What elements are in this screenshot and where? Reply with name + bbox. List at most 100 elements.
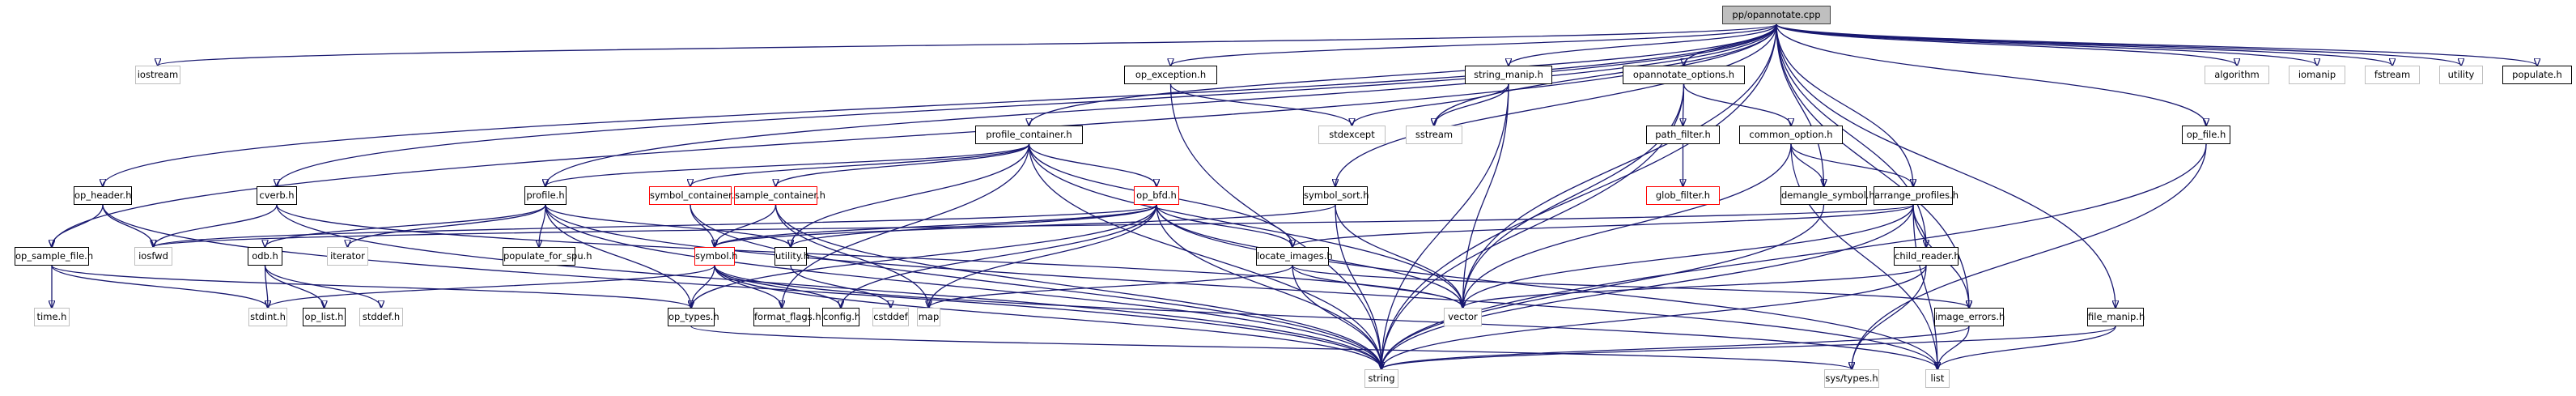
node-path-filter-h[interactable]: path_filter.h (1646, 126, 1720, 144)
edge-opannotate_cpp-to-sstream (1434, 23, 1777, 126)
edge-profile_h-to-op_types_h (545, 204, 691, 308)
edge-opannotate_cpp-to-op_header_h (103, 23, 1777, 186)
node-glob-filter-h[interactable]: glob_filter.h (1646, 186, 1720, 205)
edge-opannotate_cpp-to-op_exception_h (1171, 23, 1777, 66)
node-file-manip-h[interactable]: file_manip.h (2087, 308, 2145, 326)
edge-opannotate_cpp-to-child_reader_h (1776, 23, 1926, 247)
node-opannotate-cpp[interactable]: pp/opannotate.cpp (1722, 6, 1831, 24)
node-iterator[interactable]: iterator (327, 247, 368, 266)
edge-opannotate_cpp-to-file_manip_h (1776, 23, 2116, 308)
node-locate-images-h[interactable]: locate_images.h (1256, 247, 1333, 266)
edge-opannotate_cpp-to-iomanip (1776, 23, 2317, 66)
edge-cverb_h-to-vector (276, 204, 1463, 308)
edge-op_exception_h-to-stdexcept (1169, 83, 1352, 126)
node-stdexcept[interactable]: stdexcept (1318, 126, 1386, 144)
edge-symbol_sort_h-to-symbol_h (715, 204, 1336, 247)
edge-symbol_h-to-config_h (714, 265, 841, 308)
edge-demangle_symbol_h-to-string (1381, 204, 1825, 369)
edge-profile_h-to-iterator (348, 204, 546, 247)
edge-utility_h-to-cstddef (790, 265, 891, 308)
node-fstream[interactable]: fstream (2365, 66, 2420, 84)
edge-op_bfd_h-to-iosfwd (154, 204, 1157, 247)
edge-odb_h-to-stddef_h (264, 265, 382, 308)
node-op-header-h[interactable]: op_header.h (74, 186, 132, 205)
edge-child_reader_h-to-string (1381, 265, 1927, 369)
edge-symbol_h-to-op_types_h (691, 265, 715, 308)
edge-opannotate_cpp-to-profile_h (545, 23, 1777, 186)
node-symbol-h[interactable]: symbol.h (694, 247, 737, 266)
edge-symbol_h-to-list (714, 265, 1937, 369)
node-profile-container-h[interactable]: profile_container.h (975, 126, 1083, 144)
node-string[interactable]: string (1364, 369, 1398, 388)
node-utility[interactable]: utility (2439, 66, 2483, 84)
edge-file_manip_h-to-list (1937, 326, 2116, 369)
node-op-sample-file-h[interactable]: op_sample_file.h (15, 247, 93, 266)
edge-opannotate_cpp-to-populate_h (1776, 23, 2537, 66)
edge-op_bfd_h-to-op_types_h (691, 204, 1157, 308)
edge-profile_container_h-to-op_bfd_h (1028, 143, 1157, 186)
node-cstddef[interactable]: cstddef (872, 308, 909, 326)
edge-opannotate_cpp-to-algorithm (1776, 23, 2237, 66)
node-demangle-symbol-h[interactable]: demangle_symbol.h (1780, 186, 1875, 205)
node-sys-types-h[interactable]: sys/types.h (1824, 369, 1879, 388)
node-utility-h[interactable]: utility.h (774, 247, 809, 266)
edge-op_sample_file_h-to-stdint_h (51, 265, 268, 308)
node-sstream[interactable]: sstream (1406, 126, 1462, 144)
node-op-list-h[interactable]: op_list.h (303, 308, 346, 326)
node-op-bfd-h[interactable]: op_bfd.h (1134, 186, 1179, 205)
node-op-types-h[interactable]: op_types.h (668, 308, 719, 326)
node-iosfwd[interactable]: iosfwd (134, 247, 172, 266)
node-op-file-h[interactable]: op_file.h (2182, 126, 2230, 144)
edge-opannotate_cpp-to-opannotate_options_h (1684, 23, 1777, 66)
node-iomanip[interactable]: iomanip (2289, 66, 2345, 84)
node-vector[interactable]: vector (1444, 308, 1482, 326)
node-stddef-h[interactable]: stddef.h (359, 308, 403, 326)
node-child-reader-h[interactable]: child_reader.h (1894, 247, 1960, 266)
edge-symbol_container_h-to-symbol_h (690, 204, 715, 247)
edge-symbol_container_h-to-string (690, 204, 1381, 369)
node-string-manip-h[interactable]: string_manip.h (1465, 66, 1552, 84)
node-map[interactable]: map (917, 308, 940, 326)
node-config-h[interactable]: config.h (822, 308, 860, 326)
node-profile-h[interactable]: profile.h (524, 186, 567, 205)
edge-op_bfd_h-to-map (929, 204, 1157, 308)
edge-profile_container_h-to-string (1028, 143, 1382, 369)
node-odb-h[interactable]: odb.h (248, 247, 282, 266)
node-image-errors-h[interactable]: image_errors.h (1934, 308, 2005, 326)
edge-string_manip_h-to-string (1381, 83, 1509, 369)
edge-locate_images_h-to-vector (1292, 265, 1463, 308)
node-cverb-h[interactable]: cverb.h (257, 186, 297, 205)
edge-profile_container_h-to-symbol_container_h (690, 143, 1030, 186)
node-sample-container-h[interactable]: sample_container.h (734, 186, 825, 205)
edge-op_header_h-to-iosfwd (102, 204, 154, 247)
edge-child_reader_h-to-vector (1463, 265, 1927, 308)
node-common-option-h[interactable]: common_option.h (1739, 126, 1843, 144)
node-list[interactable]: list (1925, 369, 1950, 388)
edge-image_errors_h-to-string (1381, 326, 1970, 369)
edge-op_bfd_h-to-symbol_h (715, 204, 1157, 247)
edge-common_option_h-to-demangle_symbol_h (1790, 143, 1824, 186)
edge-common_option_h-to-vector (1463, 143, 1792, 308)
node-opannotate-options-h[interactable]: opannotate_options.h (1623, 66, 1745, 84)
edge-opannotate_options_h-to-vector (1463, 83, 1685, 308)
edge-locate_images_h-to-string (1292, 265, 1381, 369)
node-symbol-sort-h[interactable]: symbol_sort.h (1303, 186, 1369, 205)
node-symbol-container-h[interactable]: symbol_container.h (649, 186, 741, 205)
edge-symbol_h-to-stdint_h (268, 265, 715, 308)
node-time-h[interactable]: time.h (34, 308, 70, 326)
node-iostream[interactable]: iostream (135, 66, 180, 84)
node-stdint-h[interactable]: stdint.h (248, 308, 287, 326)
node-populate-for-spu-h[interactable]: populate_for_spu.h (503, 247, 592, 266)
node-format-flags-h[interactable]: format_flags.h (753, 308, 821, 326)
edge-op_bfd_h-to-string (1156, 204, 1381, 369)
edge-arrange_profiles_h-to-vector (1463, 204, 1914, 308)
edge-locate_images_h-to-image_errors_h (1292, 265, 1969, 308)
edge-locate_images_h-to-map (929, 265, 1293, 308)
node-op-exception-h[interactable]: op_exception.h (1124, 66, 1217, 84)
edge-symbol_h-to-format_flags_h (714, 265, 782, 308)
node-populate-h[interactable]: populate.h (2502, 66, 2572, 84)
node-algorithm[interactable]: algorithm (2205, 66, 2269, 84)
edge-profile_h-to-odb_h (265, 204, 546, 247)
node-arrange-profiles-h[interactable]: arrange_profiles.h (1874, 186, 1959, 205)
